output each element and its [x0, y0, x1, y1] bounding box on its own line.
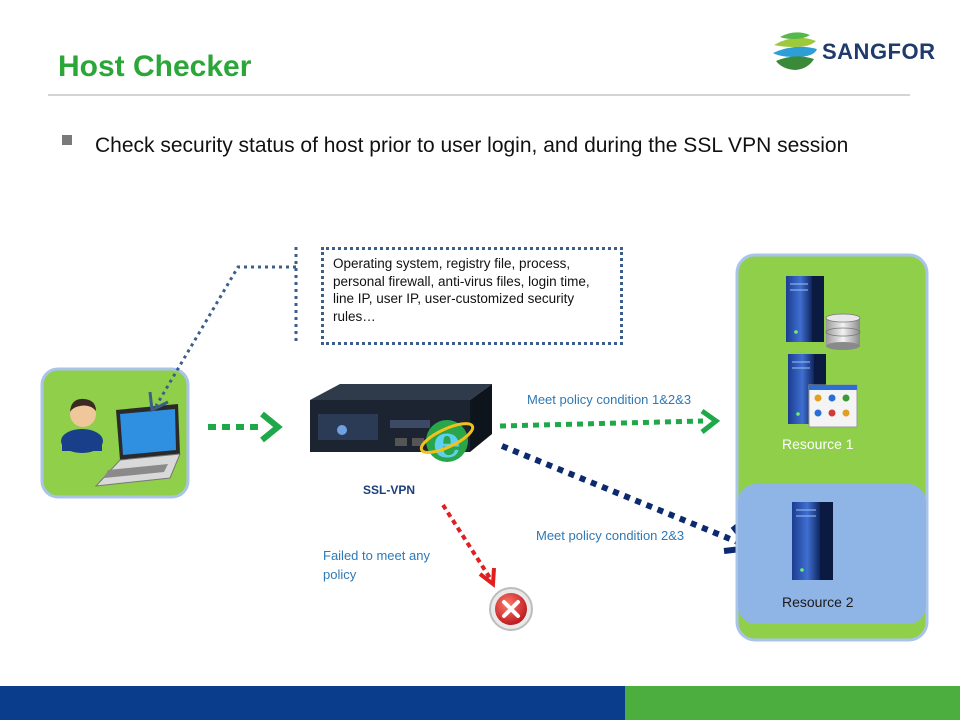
path-1-label: Meet policy condition 1&2&3 [527, 392, 692, 407]
footer-bar-blue [0, 686, 625, 720]
bullet-marker [62, 135, 72, 145]
page-title: Host Checker [58, 50, 252, 83]
ssl-vpn-label: SSL-VPN [363, 483, 416, 497]
resource-1-label: Resource 1 [782, 436, 854, 452]
bullet-text: Check security status of host prior to u… [95, 134, 849, 157]
logo-wordmark: SANGFOR [822, 39, 936, 64]
resources-panel [735, 253, 929, 642]
laptop-icon [94, 404, 181, 487]
database-icon [825, 313, 861, 350]
sangfor-logo: SANGFOR [768, 26, 935, 78]
path-resource-1-arrow [499, 408, 721, 434]
apps-window-icon [808, 384, 858, 428]
resource-2-label: Resource 2 [782, 594, 854, 610]
user-icon [61, 398, 103, 453]
security-checks-callout: Operating system, registry file, process… [321, 247, 623, 345]
server-icon [786, 276, 824, 342]
title-divider [48, 94, 910, 96]
path-failed-arrow [441, 503, 496, 588]
client-to-vpn-arrow [208, 411, 283, 443]
error-x-icon [489, 587, 533, 631]
path-failed-label: Failed to meet any policy [323, 548, 430, 582]
client-host-box [40, 367, 190, 499]
server-icon [792, 502, 833, 580]
callout-text: Operating system, registry file, process… [333, 256, 590, 324]
sangfor-globe-icon [772, 29, 818, 75]
footer-bar-green [625, 686, 960, 720]
path-2-label: Meet policy condition 2&3 [536, 528, 685, 543]
ie-browser-icon: e [419, 417, 475, 468]
